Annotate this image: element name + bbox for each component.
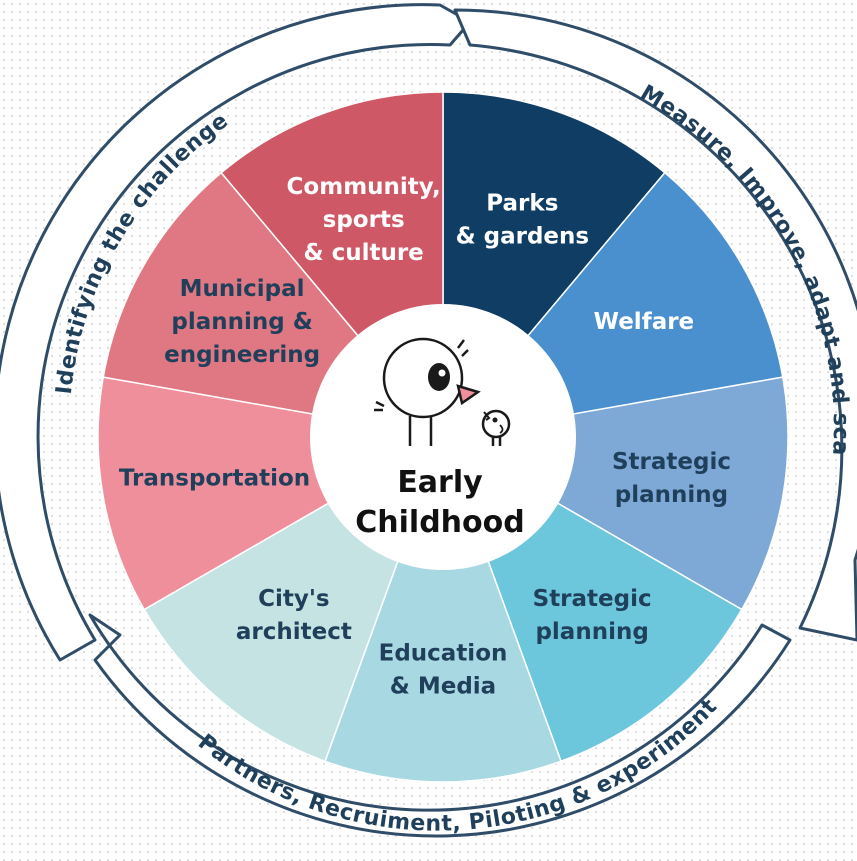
segment-label-community-2: sports (323, 207, 405, 233)
center-label-line1: Early (397, 465, 483, 500)
segment-label-education-2: & Media (390, 674, 496, 700)
segment-label-community-3: & culture (304, 240, 424, 266)
arrow-identifying (0, 3, 472, 662)
bird-mascot-icon (374, 337, 511, 446)
segment-label-architect-1: City's (258, 586, 329, 612)
segment-label-welfare-1: Welfare (594, 309, 695, 335)
segment-label-parks-2: & gardens (456, 223, 590, 249)
segment-label-municipal-1: Municipal (180, 276, 305, 302)
segment-label-strategic-2-1: Strategic (533, 586, 652, 612)
segment-label-parks-1: Parks (486, 190, 558, 216)
segment-label-strategic-2-2: planning (535, 619, 648, 645)
segment-label-community-1: Community, (287, 174, 441, 200)
arrow-measure (453, 8, 857, 642)
center-circle (310, 304, 576, 570)
segment-label-municipal-3: engineering (164, 342, 320, 368)
segment-label-strategic-1-2: planning (615, 482, 728, 508)
center-label-line2: Childhood (355, 505, 524, 540)
segment-label-education-1: Education (379, 641, 508, 667)
segment-label-architect-2: architect (236, 619, 352, 645)
segment-education (324, 434, 562, 783)
segment-label-strategic-1-1: Strategic (612, 449, 731, 475)
segment-label-transportation-1: Transportation (119, 465, 310, 491)
segment-label-municipal-2: planning & (171, 309, 312, 335)
arrow-partners (88, 613, 792, 838)
cycle-arrows (0, 3, 857, 838)
